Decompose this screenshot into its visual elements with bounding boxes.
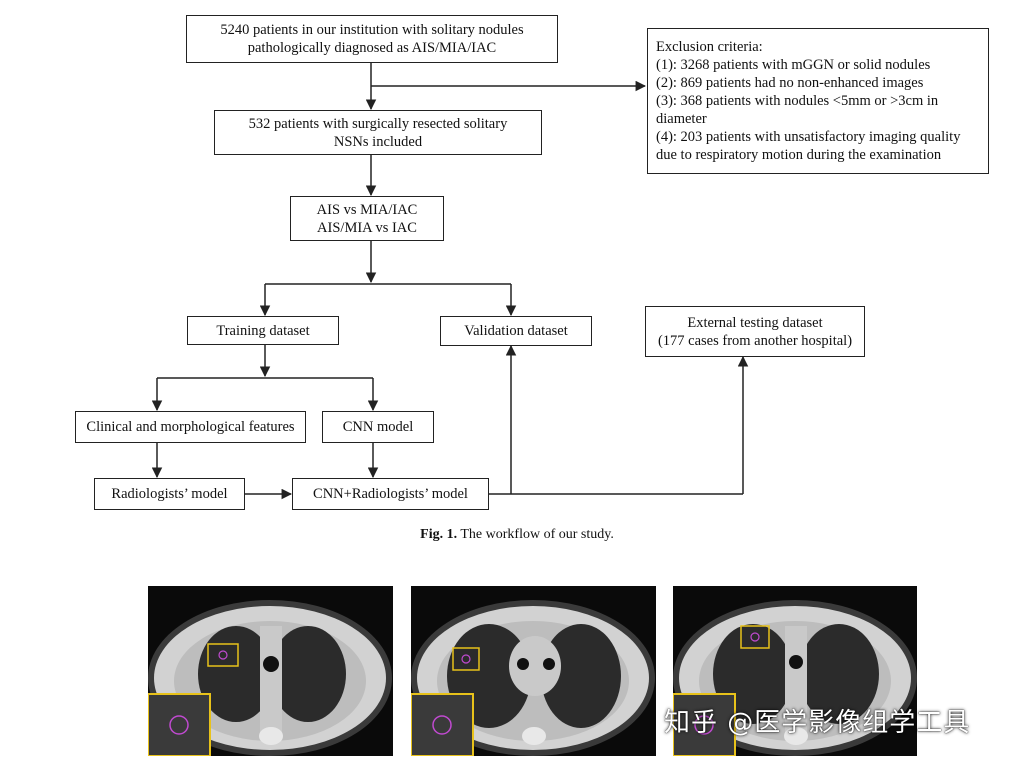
ct-image-1 bbox=[148, 586, 393, 756]
box-line: diameter bbox=[656, 111, 707, 127]
box-line: CNN model bbox=[342, 419, 414, 435]
box-line: AIS vs MIA/IAC bbox=[316, 201, 418, 218]
clinical-features-box: Clinical and morphological features bbox=[75, 411, 306, 443]
box-line: Exclusion criteria: bbox=[656, 39, 763, 55]
box-line: Clinical and morphological features bbox=[86, 419, 295, 435]
box-line: NSNs included bbox=[333, 133, 423, 150]
box-line: (4): 203 patients with unsatisfactory im… bbox=[656, 129, 961, 145]
caption-label: Fig. 1. bbox=[420, 527, 458, 542]
caption-text: The workflow of our study. bbox=[460, 527, 614, 542]
box-line: 5240 patients in our institution with so… bbox=[220, 22, 524, 38]
flowchart-connectors bbox=[151, 63, 749, 500]
tasks-box: AIS vs MIA/IAC AIS/MIA vs IAC bbox=[290, 196, 444, 241]
included-patients-box: 532 patients with surgically resected so… bbox=[214, 110, 542, 155]
ct-image-2 bbox=[411, 586, 656, 756]
box-line: External testing dataset bbox=[687, 314, 823, 331]
validation-dataset-box: Validation dataset bbox=[440, 316, 592, 346]
box-line: pathologically diagnosed as AIS/MIA/IAC bbox=[247, 40, 497, 56]
box-line: (2): 869 patients had no non-enhanced im… bbox=[656, 75, 924, 91]
box-line: (3): 368 patients with nodules <5mm or >… bbox=[656, 93, 939, 109]
radiologists-model-box: Radiologists’ model bbox=[94, 478, 245, 510]
watermark: 知乎 @医学影像组学工具 bbox=[664, 708, 971, 738]
box-line: due to respiratory motion during the exa… bbox=[656, 147, 942, 163]
box-line: Validation dataset bbox=[464, 323, 568, 339]
box-line: AIS/MIA vs IAC bbox=[317, 219, 417, 236]
box-line: Training dataset bbox=[216, 322, 310, 339]
cnn-model-box: CNN model bbox=[322, 411, 434, 443]
ct-image-3 bbox=[673, 586, 917, 756]
combined-model-box: CNN+Radiologists’ model bbox=[292, 478, 489, 510]
exclusion-criteria-box: Exclusion criteria: (1): 3268 patients w… bbox=[647, 28, 989, 174]
external-testing-box: External testing dataset (177 cases from… bbox=[645, 306, 865, 357]
box-line: CNN+Radiologists’ model bbox=[313, 486, 468, 502]
total-patients-box: 5240 patients in our institution with so… bbox=[186, 15, 558, 63]
training-dataset-box: Training dataset bbox=[187, 316, 339, 345]
box-line: (177 cases from another hospital) bbox=[657, 332, 853, 349]
box-line: (1): 3268 patients with mGGN or solid no… bbox=[656, 57, 931, 73]
figure-caption: Fig. 1. The workflow of our study. bbox=[0, 527, 1034, 543]
box-line: Radiologists’ model bbox=[111, 486, 228, 502]
box-line: 532 patients with surgically resected so… bbox=[248, 115, 508, 132]
